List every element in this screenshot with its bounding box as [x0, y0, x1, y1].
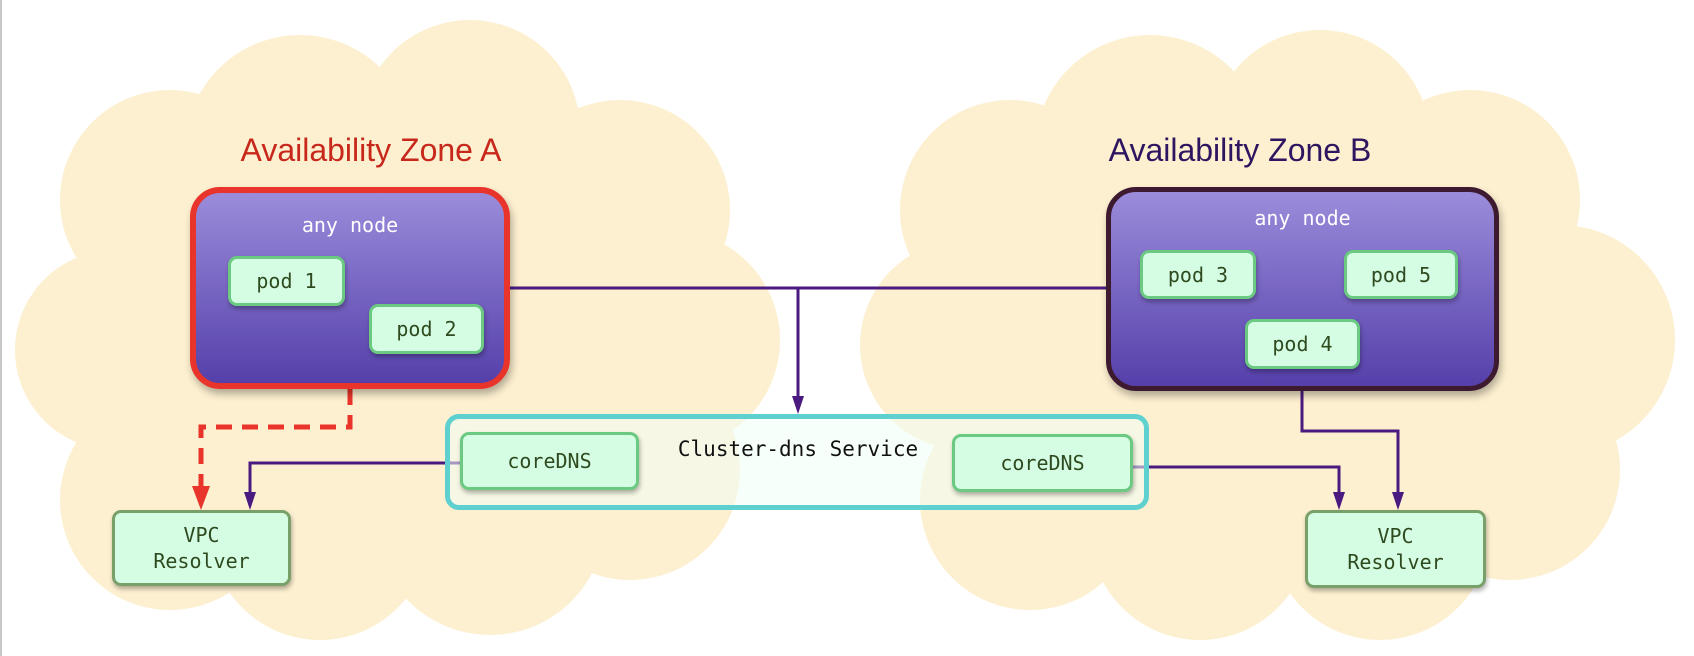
vpc-resolver-b: VPC Resolver [1305, 510, 1486, 588]
coredns-a: coreDNS [460, 432, 639, 490]
vpc-resolver-a: VPC Resolver [112, 510, 291, 586]
failed-path-dashed-arrow [198, 389, 353, 490]
left-border [0, 0, 2, 656]
arrowhead [244, 492, 256, 510]
arrowhead [1333, 492, 1345, 510]
vpc-resolver-line1: VPC [183, 523, 220, 547]
zone-a-title: Availability Zone A [240, 132, 502, 168]
coredns-b: coreDNS [952, 434, 1133, 492]
pod-5: pod 5 [1344, 250, 1458, 299]
vpc-resolver-line2: Resolver [153, 549, 250, 573]
vpc-resolver-line2: Resolver [1347, 550, 1444, 574]
arrow-coredns-a-to-vpc-a [248, 461, 460, 506]
arrowhead [1392, 492, 1404, 510]
pod-2: pod 2 [369, 304, 484, 354]
pod-1: pod 1 [228, 256, 345, 306]
node-label: any node [1254, 206, 1351, 230]
zone-b-title: Availability Zone B [1108, 132, 1372, 168]
pod-3: pod 3 [1140, 250, 1256, 299]
arrowhead [192, 486, 210, 510]
arrowhead [792, 396, 804, 414]
arrow-node-b-to-vpc-b [1300, 391, 1400, 506]
cluster-dns-service-label: Cluster-dns Service [677, 437, 919, 461]
pod-4: pod 4 [1245, 319, 1360, 369]
vpc-resolver-line1: VPC [1377, 524, 1414, 548]
node-label: any node [301, 213, 399, 237]
